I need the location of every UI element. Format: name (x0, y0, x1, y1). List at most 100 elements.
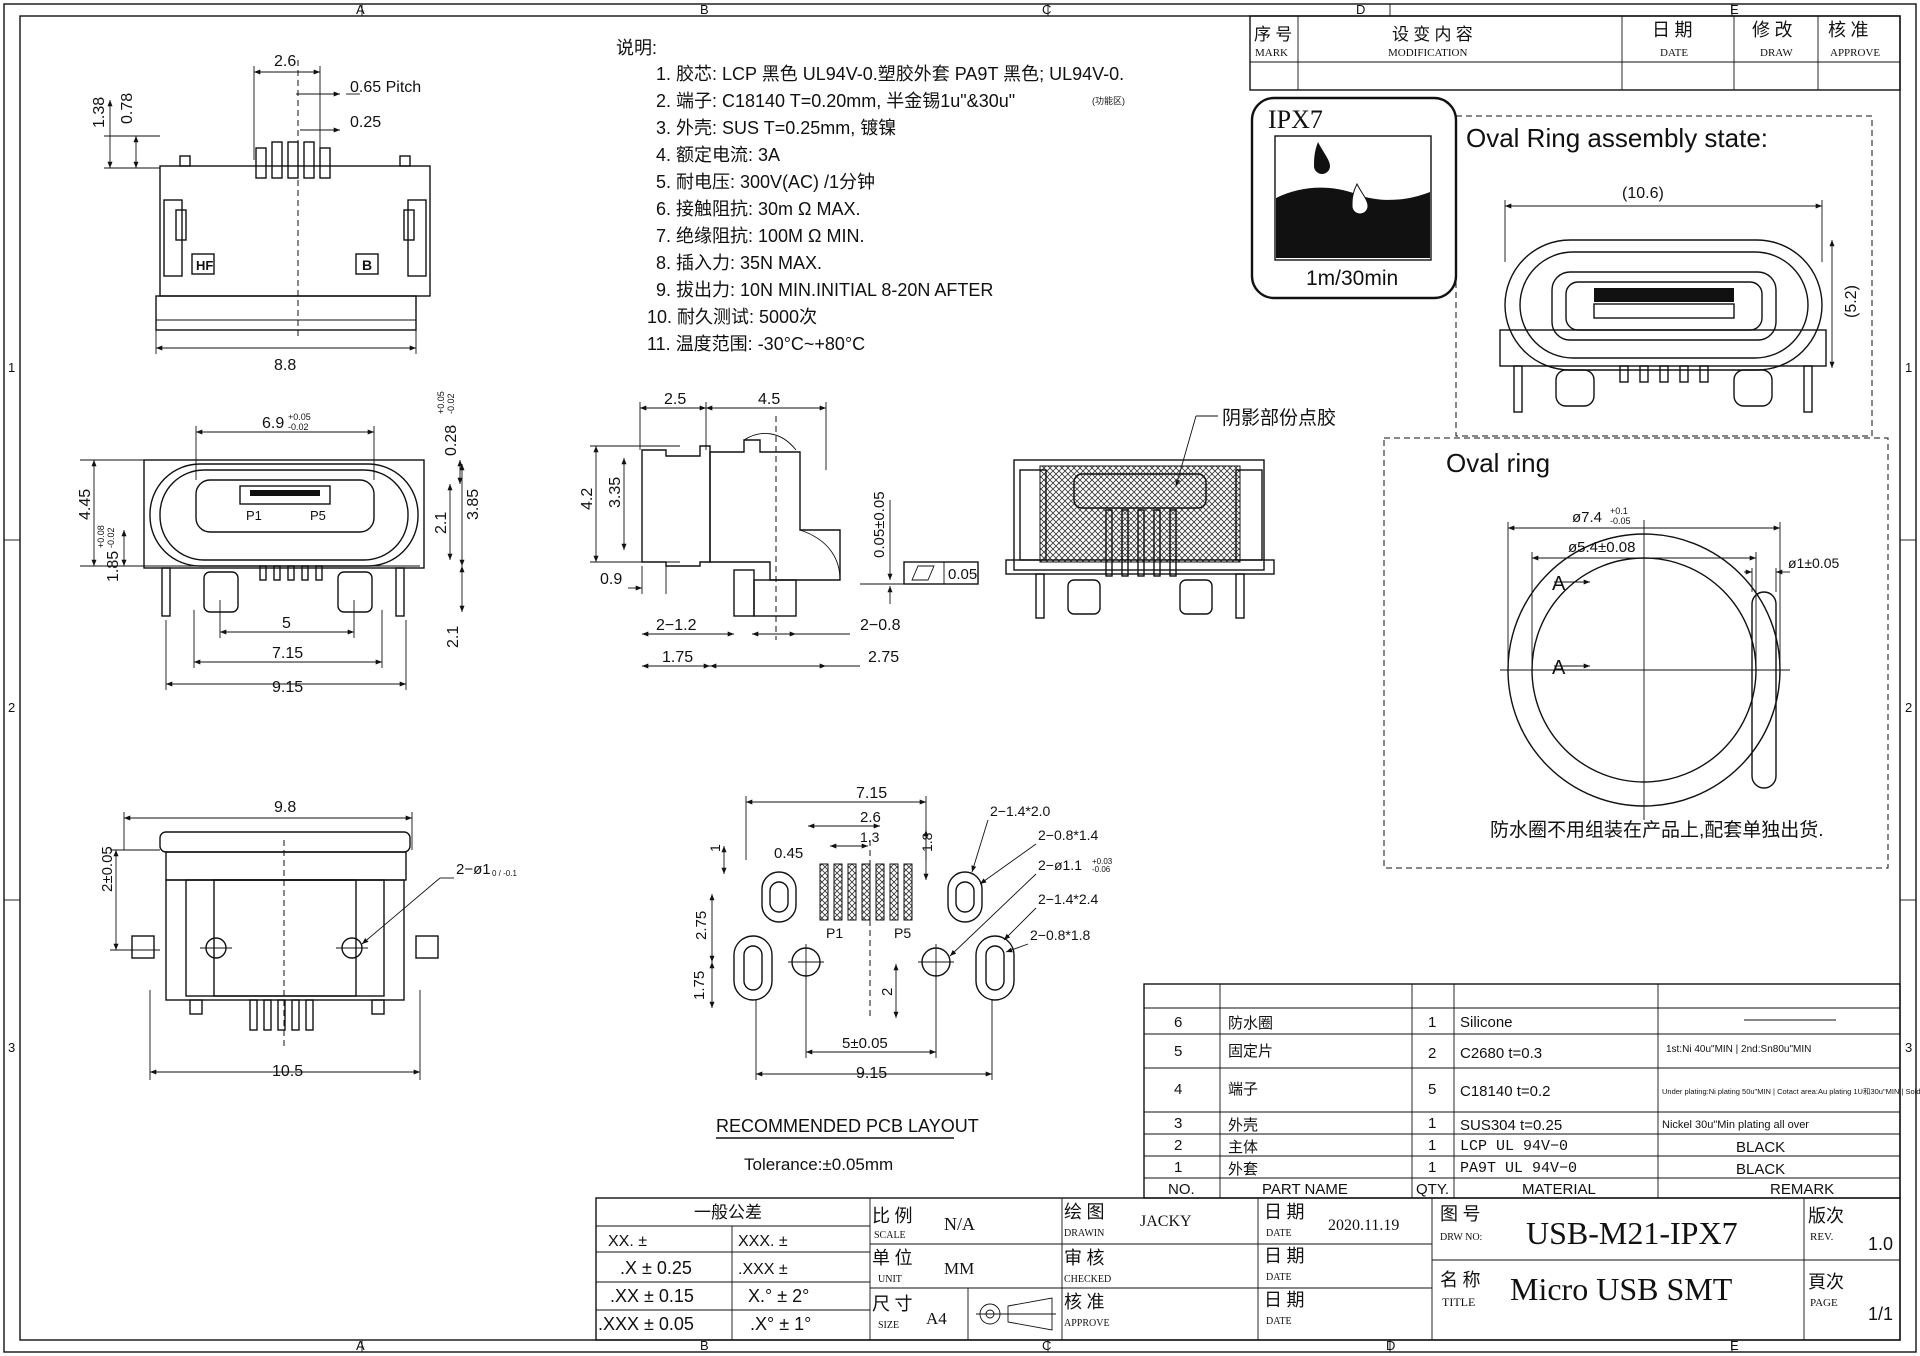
approve-cn: 核 准 (1064, 1292, 1105, 1312)
dim-pcb-5: 5±0.05 (842, 1035, 888, 1052)
dim-2-1-2: 2−1.2 (656, 617, 697, 634)
bom-material: LCP UL 94V−0 (1460, 1138, 1568, 1155)
oval-ring-note: 防水圈不用组装在产品上,配套单独出货. (1490, 819, 1824, 841)
unit-cn: 单 位 (872, 1248, 913, 1268)
scale-en: SCALE (874, 1230, 906, 1241)
note-item: 11. 温度范围: -30°C~+80°C (647, 334, 865, 354)
date-value: 2020.11.19 (1328, 1217, 1399, 1234)
dim-8-8: 8.8 (274, 357, 296, 374)
bom-name: 固定片 (1228, 1043, 1273, 1060)
dim-d1: ø1±0.05 (1788, 555, 1839, 571)
dim-10-6: (10.6) (1622, 185, 1664, 202)
bom-header-qty: QTY. (1416, 1181, 1449, 1198)
zone-letter: D (1386, 1338, 1395, 1353)
pin-p5: P5 (310, 508, 326, 523)
note-item: 1. 胶芯: LCP 黑色 UL94V-0.塑胶外套 PA9T 黑色; UL94… (656, 64, 1124, 84)
bom-no: 6 (1174, 1014, 1182, 1031)
bom-material: C18140 t=0.2 (1460, 1083, 1551, 1100)
bom-name: 外套 (1228, 1161, 1258, 1178)
ipx7-icon: IPX7 1m/30min (1250, 96, 1458, 300)
dim-5-2: (5.2) (1843, 285, 1860, 318)
date-cn: 日 期 (1264, 1246, 1305, 1266)
notes-title: 说明: (616, 38, 657, 58)
rev-date-en: DATE (1660, 47, 1688, 59)
date-en: DATE (1266, 1228, 1292, 1239)
rev-draw-en: DRAW (1760, 47, 1793, 59)
pin-p1: P1 (246, 508, 262, 523)
bom-remark: BLACK (1736, 1161, 1785, 1178)
rev-mark-cn: 序 号 (1254, 25, 1292, 44)
bom-header-material: MATERIAL (1522, 1181, 1596, 1198)
unit-value: MM (944, 1259, 974, 1278)
dim-1-38: 1.38 (91, 97, 108, 128)
scale-cn: 比 例 (872, 1206, 913, 1226)
dim-2-0-05: 2±0.05 (99, 846, 116, 892)
rev-mark-en: MARK (1255, 47, 1288, 59)
rev-mod-cn: 设 变 内 容 (1392, 25, 1473, 44)
dim-2-1: 2.1 (433, 512, 450, 534)
flatness-value: 0.05 (948, 566, 977, 583)
bom-no: 5 (1174, 1043, 1182, 1060)
tol-row: .X ± 0.25 (620, 1258, 692, 1278)
bom-material: Silicone (1460, 1014, 1513, 1031)
dim-d7-4-tol-top: +0.1 (1610, 506, 1628, 516)
pcb-callout: 2−1.4*2.0 (990, 803, 1051, 819)
bom-name: 端子 (1228, 1081, 1258, 1098)
note-item: 3. 外壳: SUS T=0.25mm, 镀镍 (656, 118, 896, 138)
bottom-view: 9.8 2±0.05 2−ø1 0 / -0.1 10.5 (99, 799, 517, 1080)
zone-letter: C (1042, 2, 1051, 17)
dim-pcb-1-8: 1.8 (919, 832, 935, 852)
title-cn: 名 称 (1440, 1270, 1481, 1290)
dim-0-25: 0.25 (350, 114, 381, 131)
dim-pcb-2: 2 (879, 988, 896, 996)
section-mark-a: A (1552, 573, 1566, 595)
rev-cn: 版次 (1808, 1206, 1844, 1226)
bom-name: 防水圈 (1228, 1015, 1273, 1032)
date-en: DATE (1266, 1272, 1292, 1283)
zone-letters-bottom: A B C D E (356, 1338, 1739, 1353)
dim-2-0-8: 2−0.8 (860, 617, 901, 634)
bom-qty: 1 (1428, 1115, 1436, 1132)
dim-3-35: 3.35 (607, 477, 624, 508)
dim-0-78: 0.78 (119, 93, 136, 124)
note-item: 10. 耐久测试: 5000次 (647, 307, 817, 327)
rev-approve-cn: 核 准 (1828, 20, 1869, 40)
scale-value: N/A (944, 1214, 975, 1234)
dim-pcb-0-45: 0.45 (774, 845, 803, 862)
bom-material: SUS304 t=0.25 (1460, 1117, 1562, 1134)
dim-6-9-tol-top: +0.05 (288, 412, 311, 422)
dim-pcb-1-75: 1.75 (691, 971, 708, 1000)
bom-header-no: NO. (1168, 1181, 1195, 1198)
note-item: 7. 绝缘阻抗: 100M Ω MIN. (656, 226, 865, 246)
dim-d7-4: ø7.4 (1572, 509, 1602, 526)
glue-label: 阴影部份点胶 (1222, 407, 1336, 429)
rev-value: 1.0 (1868, 1234, 1893, 1254)
checked-en: CHECKED (1064, 1274, 1111, 1285)
bom-qty: 1 (1428, 1014, 1436, 1031)
note-item: 9. 拔出力: 10N MIN.INITIAL 8-20N AFTER (656, 280, 993, 300)
note-item: 4. 额定电流: 3A (656, 145, 780, 165)
bom-qty: 5 (1428, 1081, 1436, 1098)
dim-pcb-1: 1 (707, 844, 723, 852)
section-mark-a: A (1552, 657, 1566, 679)
zone-number: 1 (1905, 360, 1912, 375)
zone-letter: B (700, 2, 709, 17)
zone-number: 2 (8, 700, 15, 715)
tol-row: .XXX ± (738, 1261, 788, 1278)
bom-qty: 1 (1428, 1159, 1436, 1176)
size-en: SIZE (878, 1320, 899, 1331)
bom-no: 1 (1174, 1159, 1182, 1176)
zone-letter: E (1730, 1338, 1739, 1353)
bom-no: 3 (1174, 1115, 1182, 1132)
ipx7-label: IPX7 (1268, 105, 1323, 134)
rev-approve-en: APPROVE (1830, 47, 1880, 59)
dim-holes-tol: 0 / -0.1 (492, 869, 517, 878)
note-item: 5. 耐电压: 300V(AC) /1分钟 (656, 172, 875, 192)
dim-4-5: 4.5 (758, 391, 780, 408)
note-item-suffix: (功能区) (1092, 95, 1125, 106)
page-cn: 頁次 (1808, 1272, 1844, 1292)
b-label: B (362, 257, 372, 273)
dim-2-1b: 2.1 (445, 626, 462, 648)
water-shape (1276, 187, 1430, 258)
bom-remark: Nickel 30u"Min plating all over (1662, 1119, 1809, 1131)
